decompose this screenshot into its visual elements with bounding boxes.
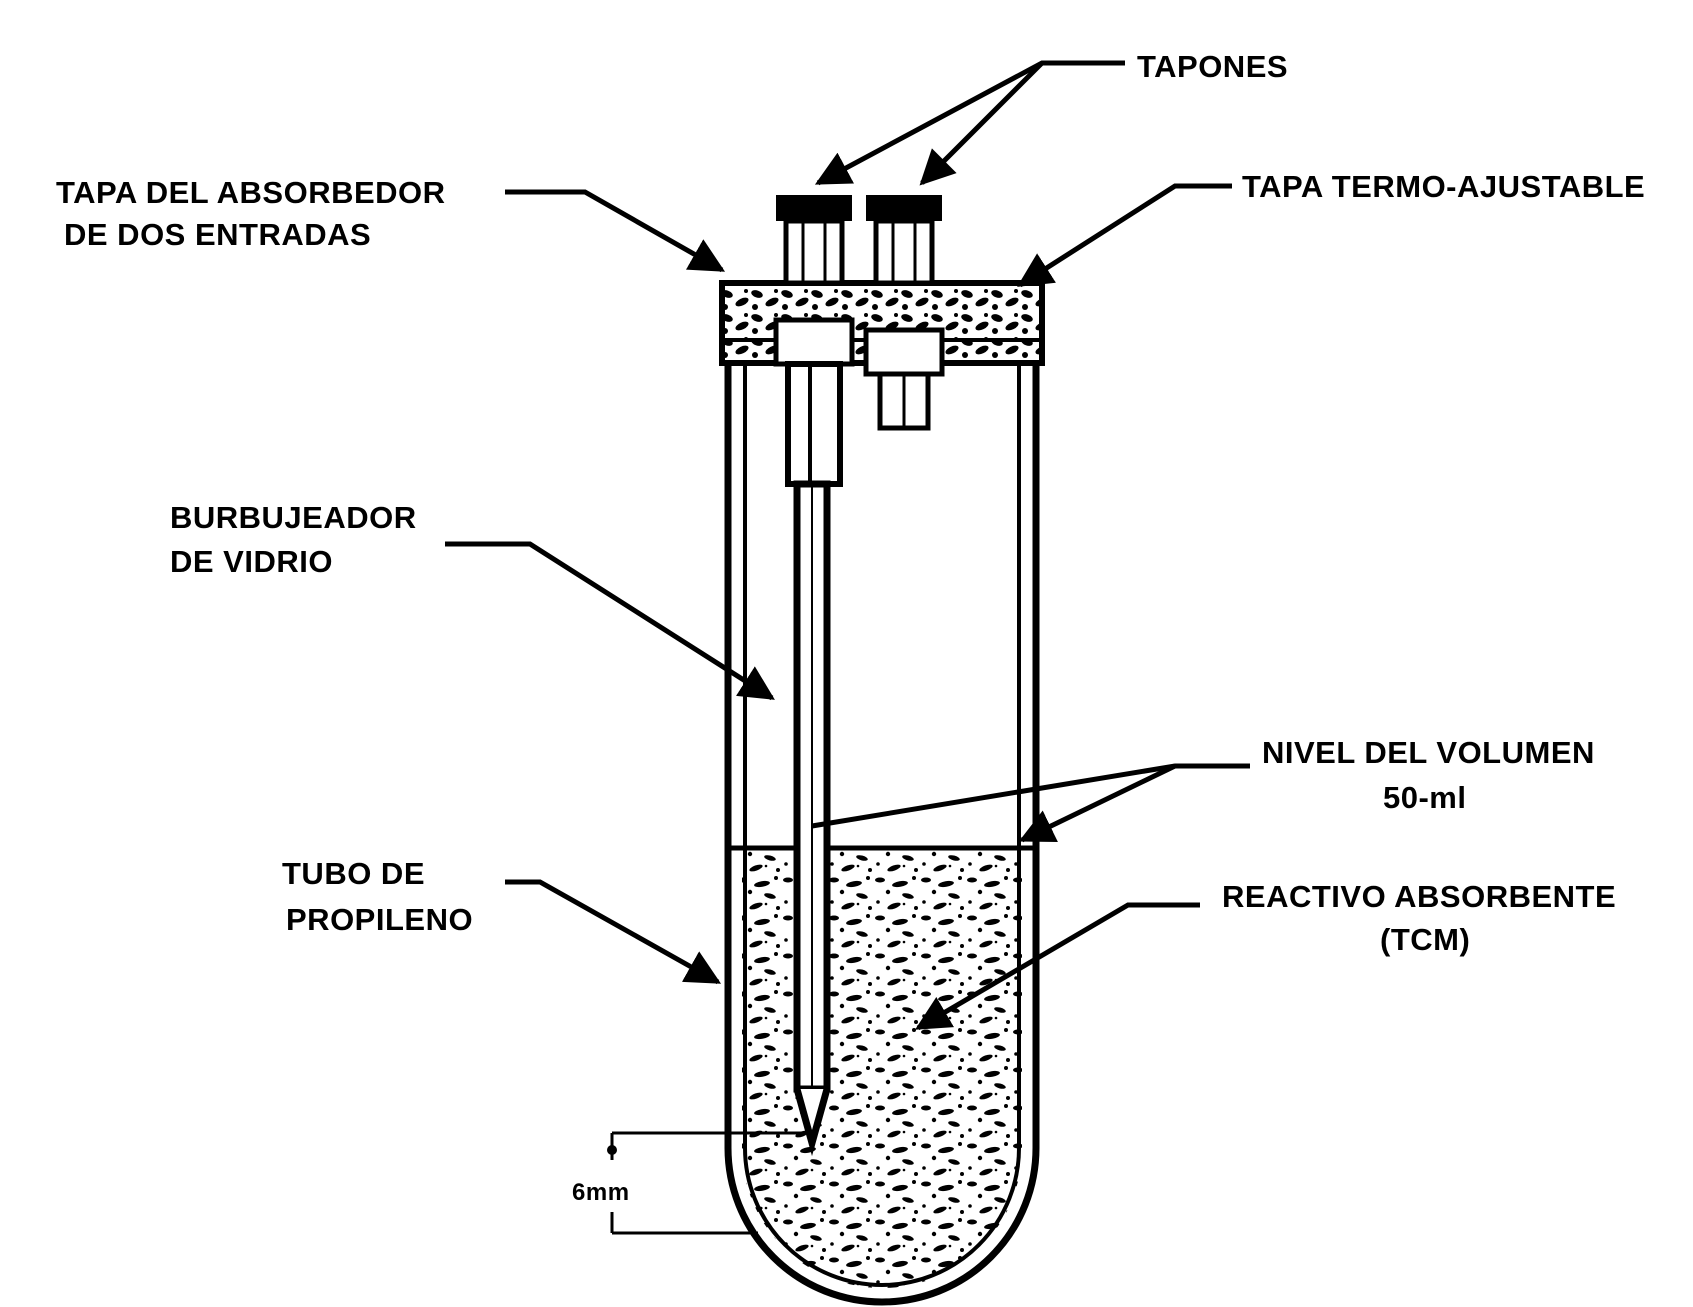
label-burbujeador-2: DE VIDRIO: [170, 544, 333, 579]
glass-bubbler: [773, 195, 855, 1157]
dimension-6mm: 6mm: [572, 1131, 808, 1235]
label-nivel-2: 50-ml: [1383, 780, 1466, 815]
label-tapa-absorbedor-2: DE DOS ENTRADAS: [64, 217, 371, 252]
leader-nivel: [811, 763, 1250, 829]
tube-inner-wall: [743, 365, 1021, 1287]
label-tapa-termo: TAPA TERMO-AJUSTABLE: [1242, 169, 1645, 204]
absorbing-reagent: [742, 848, 1022, 1288]
label-reactivo-2: (TCM): [1380, 922, 1470, 957]
leader-burbujeador: [445, 541, 775, 701]
polypropylene-tube: [724, 300, 1040, 1306]
label-tapones: TAPONES: [1137, 49, 1288, 84]
leader-nivel-2: [1018, 763, 1177, 843]
leader-tapones: [814, 60, 1125, 186]
label-tubo-1: TUBO DE: [282, 856, 425, 891]
leader-reactivo: [914, 902, 1200, 1031]
label-burbujeador-1: BURBUJEADOR: [170, 500, 417, 535]
leader-tapa-absorbedor: [505, 189, 726, 273]
stopper-right: [866, 195, 942, 221]
stopper-left: [776, 195, 852, 221]
leader-tubo: [505, 879, 722, 985]
label-nivel-1: NIVEL DEL VOLUMEN: [1262, 735, 1595, 770]
dimension-label: 6mm: [572, 1179, 630, 1206]
tube-outer-wall: [724, 300, 1040, 1306]
label-reactivo-1: REACTIVO ABSORBENTE: [1222, 879, 1616, 914]
label-tapa-absorbedor-1: TAPA DEL ABSORBEDOR: [56, 175, 446, 210]
leader-lines: [445, 60, 1250, 1031]
leader-tapones-2: [919, 61, 1044, 186]
right-inlet: [863, 195, 945, 431]
label-tubo-2: PROPILENO: [286, 902, 473, 937]
leader-tapa-termo: [1017, 183, 1232, 288]
